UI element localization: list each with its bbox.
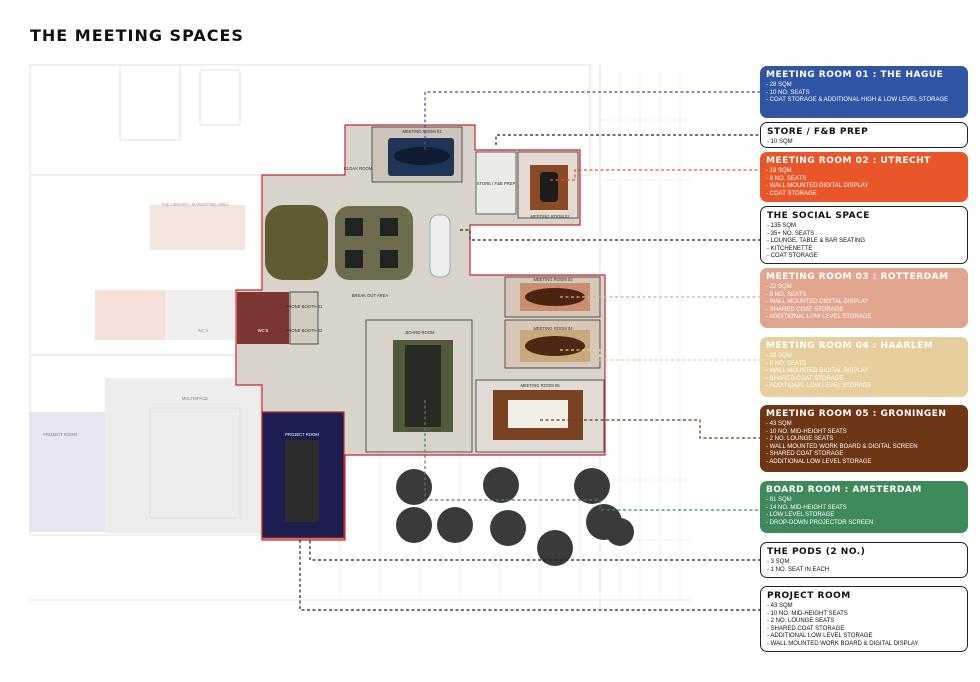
leader-mr04 xyxy=(560,349,760,361)
room-card-meeting-room-02: MEETING ROOM 02 : UTRECHT - 19 SQM - 8 N… xyxy=(760,152,968,202)
leader-pods xyxy=(309,535,760,561)
breakout-label: BREAK OUT AREA xyxy=(352,293,389,298)
room-card-detail: - 28 SQM xyxy=(766,82,792,88)
leader-mr02 xyxy=(550,169,760,181)
room-card-detail: - ADDITIONAL LOW LEVEL STORAGE xyxy=(766,383,872,390)
room-card-detail: - 8 NO. SEATS xyxy=(766,360,807,367)
leader-board xyxy=(424,400,760,511)
room-card-detail: - LOW LEVEL STORAGE xyxy=(766,512,835,519)
boardroom-label: BOARD ROOM xyxy=(405,330,435,335)
mr04-label: MEETING ROOM 04 xyxy=(533,326,573,331)
room-card-detail: - 35+ NO. SEATS xyxy=(767,230,815,237)
room-card-detail: - 10 NO. MID-HEIGHT SEATS xyxy=(767,610,848,617)
floor-plan: THE LIBRARY / MARKETING AREA MULTISPACE … xyxy=(29,64,760,611)
phone1-label: PHONE BOOTH 01 xyxy=(286,304,323,309)
mr03-label: MEETING ROOM 03 xyxy=(533,277,573,282)
room-card-detail: - 10 NO. SEATS xyxy=(766,89,810,96)
cloak-label: CLOAK ROOM xyxy=(344,166,373,171)
room-card-pods: THE PODS (2 NO.) - 3 SQM - 1 NO. SEAT IN… xyxy=(760,542,968,578)
room-card-detail: - 22 SQM xyxy=(766,284,792,290)
leader-mr01 xyxy=(424,91,760,150)
room-card-social-space: THE SOCIAL SPACE - 135 SQM - 35+ NO. SEA… xyxy=(760,206,968,264)
room-card-detail: - 8 NO. SEATS xyxy=(766,175,807,182)
room-card-detail: - 61 SQM xyxy=(766,497,792,503)
room-card-detail: - 135 SQM xyxy=(767,223,797,229)
wcs2-label: WC'S xyxy=(198,328,209,333)
room-card-detail: - COAT STORAGE & ADDITIONAL HIGH & LOW L… xyxy=(766,97,949,104)
library-label: THE LIBRARY / MARKETING AREA xyxy=(161,202,229,207)
room-card-detail: - WALL MOUNTED DIGITAL DISPLAY xyxy=(766,183,869,190)
mr02-label: MEETING ROOM 02 xyxy=(530,214,570,219)
room-card-detail: - WALL MOUNTED DIGITAL DISPLAY xyxy=(766,299,869,306)
room-card-detail: - COAT STORAGE xyxy=(766,190,817,197)
room-card-detail: - LOUNGE, TABLE & BAR SEATING xyxy=(767,238,866,245)
room-card-detail: - ADDITIONAL LOW LEVEL STORAGE xyxy=(766,458,872,465)
leader-lines xyxy=(299,91,760,611)
leader-social xyxy=(460,229,760,241)
room-card-title: PROJECT ROOM xyxy=(767,591,851,601)
project-ghost-label: PROJECT ROOM xyxy=(43,432,77,437)
room-card-title: MEETING ROOM 02 : UTRECHT xyxy=(766,156,931,166)
room-card-meeting-room-03: MEETING ROOM 03 : ROTTERDAM - 22 SQM - 8… xyxy=(760,268,968,328)
room-card-detail: - SHARED COAT STORAGE xyxy=(767,625,845,632)
room-card-detail: - 10 SQM xyxy=(767,139,793,145)
pods xyxy=(396,467,634,566)
kitchenette xyxy=(429,214,451,278)
room-card-detail: - KITCHENETTE xyxy=(767,245,813,252)
multispace-label: MULTISPACE xyxy=(182,396,208,401)
room-card-detail: - 2 NO. LOUNGE SEATS xyxy=(766,436,834,443)
wcs-label: WC'S xyxy=(258,328,269,333)
room-card-detail: - 19 SQM xyxy=(766,168,792,174)
mr01-label: MEETING ROOM 01 xyxy=(402,129,442,134)
room-card-detail: - SHARED COAT STORAGE xyxy=(766,375,844,382)
room-card-detail: - 43 SQM xyxy=(767,603,793,609)
mr05-label: MEETING ROOM 05 xyxy=(520,383,560,388)
store-room xyxy=(475,151,517,215)
room-card-title: BOARD ROOM : AMSTERDAM xyxy=(766,485,922,495)
room-card-meeting-room-05: MEETING ROOM 05 : GRONINGEN - 43 SQM - 1… xyxy=(760,405,968,472)
lounge-area xyxy=(265,205,328,280)
room-card-title: MEETING ROOM 04 : HAARLEM xyxy=(766,341,934,351)
room-card-detail: - WALL MOUNTED DIGITAL DISPLAY xyxy=(766,368,869,375)
leader-mr05 xyxy=(540,419,760,439)
room-card-detail: - ADDITIONAL LOW LEVEL STORAGE xyxy=(766,314,872,321)
page-title: THE MEETING SPACES xyxy=(30,26,244,45)
room-card-detail: - 3 SQM xyxy=(767,559,790,565)
room-card-detail: - 22 SQM xyxy=(766,353,792,359)
room-card-meeting-room-01: MEETING ROOM 01 : THE HAGUE - 28 SQM - 1… xyxy=(760,66,968,118)
room-card-meeting-room-04: MEETING ROOM 04 : HAARLEM - 22 SQM - 8 N… xyxy=(760,337,968,397)
room-card-detail: - 14 NO. MID-HEIGHT SEATS xyxy=(766,504,847,511)
room-card-detail: - 8 NO. SEATS xyxy=(766,291,807,298)
room-card-detail: - WALL MOUNTED WORK BOARD & DIGITAL DISP… xyxy=(767,640,919,647)
room-card-title: THE PODS (2 NO.) xyxy=(767,547,866,557)
room-card-title: MEETING ROOM 03 : ROTTERDAM xyxy=(766,272,949,282)
leader-store xyxy=(495,134,760,145)
room-card-title: STORE / F&B PREP xyxy=(767,127,869,137)
room-card-title: THE SOCIAL SPACE xyxy=(767,211,870,221)
room-card-detail: - ADDITIONAL LOW LEVEL STORAGE xyxy=(767,633,873,640)
room-card-title: MEETING ROOM 01 : THE HAGUE xyxy=(766,70,944,80)
room-card-detail: - SHARED COAT STORAGE xyxy=(766,451,844,458)
dining-area xyxy=(335,206,413,280)
project-label: PROJECT ROOM xyxy=(285,432,319,437)
leader-project xyxy=(299,540,760,611)
faded-rooms xyxy=(30,205,265,533)
room-card-detail: - 43 SQM xyxy=(766,421,792,427)
room-card-detail: - 1 NO. SEAT IN EACH xyxy=(767,566,830,573)
room-card-store: STORE / F&B PREP - 10 SQM xyxy=(760,122,968,148)
room-card-detail: - DROP-DOWN PROJECTOR SCREEN xyxy=(766,519,874,526)
room-card-title: MEETING ROOM 05 : GRONINGEN xyxy=(766,409,947,419)
room-card-project-room: PROJECT ROOM - 43 SQM - 10 NO. MID-HEIGH… xyxy=(760,586,968,652)
phone2-label: PHONE BOOTH 02 xyxy=(286,328,323,333)
room-card-detail: - COAT STORAGE xyxy=(767,253,818,260)
room-card-board-room: BOARD ROOM : AMSTERDAM - 61 SQM - 14 NO.… xyxy=(760,481,968,533)
store-label: STORE / F&B PREP xyxy=(477,181,516,186)
wc-room xyxy=(237,292,289,344)
room-card-detail: - WALL MOUNTED WORK BOARD & DIGITAL SCRE… xyxy=(766,443,918,450)
room-card-detail: - 10 NO. MID-HEIGHT SEATS xyxy=(766,428,847,435)
room-card-detail: - 2 NO. LOUNGE SEATS xyxy=(767,618,835,625)
phone-booths xyxy=(289,291,319,345)
room-card-detail: - SHARED COAT STORAGE xyxy=(766,306,844,313)
